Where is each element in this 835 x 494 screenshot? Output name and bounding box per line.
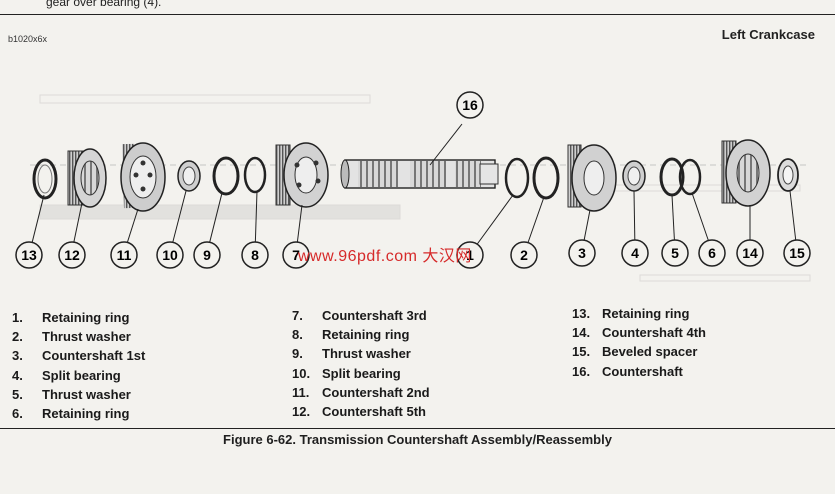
svg-text:11: 11 — [117, 247, 132, 263]
part-11-countershaft-2nd — [120, 142, 166, 212]
callout-15: 15 — [783, 239, 811, 267]
legend-item: 4.Split bearing — [12, 367, 121, 383]
svg-text:9: 9 — [203, 247, 211, 263]
figure-panel: b1020x6x Left Crankcase — [0, 14, 835, 429]
legend-item: 15.Beveled spacer — [572, 344, 698, 360]
callout-5: 5 — [661, 239, 689, 267]
callout-6: 6 — [698, 239, 726, 267]
callout-9: 9 — [193, 241, 221, 269]
legend-item: 11.Countershaft 2nd — [292, 384, 430, 400]
callout-11: 11 — [110, 241, 138, 269]
legend-item: 6.Retaining ring — [12, 406, 130, 422]
panel-title: Left Crankcase — [721, 27, 815, 42]
callout-layer: 16 13 12 11 10 9 8 7 1 2 3 4 5 6 14 15 — [15, 91, 811, 269]
callout-4: 4 — [621, 239, 649, 267]
part-1-retaining-ring — [504, 157, 530, 199]
legend-item: 14.Countershaft 4th — [572, 325, 706, 341]
part-2-thrust-washer — [532, 156, 560, 200]
callout-12: 12 — [58, 241, 86, 269]
svg-text:14: 14 — [742, 245, 758, 261]
part-8-retaining-ring — [243, 156, 267, 194]
callout-16: 16 — [456, 91, 484, 119]
svg-text:16: 16 — [462, 97, 478, 113]
callout-2: 2 — [510, 241, 538, 269]
svg-text:8: 8 — [251, 247, 259, 263]
legend-item: 2.Thrust washer — [12, 329, 131, 345]
svg-text:4: 4 — [631, 245, 639, 261]
callout-3: 3 — [568, 239, 596, 267]
watermark-text: www.96pdf.com 大汉网 — [298, 248, 472, 265]
part-7-countershaft-3rd — [275, 142, 329, 208]
legend-item: 9.Thrust washer — [292, 346, 411, 362]
figure-code: b1020x6x — [8, 34, 48, 44]
legend-column-3: 13.Retaining ring 14.Countershaft 4th 15… — [572, 304, 706, 381]
callout-8: 8 — [241, 241, 269, 269]
callout-14: 14 — [736, 239, 764, 267]
svg-text:10: 10 — [162, 247, 178, 263]
figure-caption: Figure 6-62. Transmission Countershaft A… — [223, 432, 612, 447]
svg-text:3: 3 — [578, 245, 586, 261]
svg-text:5: 5 — [671, 245, 679, 261]
legend-column-1: 1.Retaining ring 2.Thrust washer 3.Count… — [12, 308, 145, 423]
callout-13: 13 — [15, 241, 43, 269]
legend-item: 13.Retaining ring — [572, 306, 690, 321]
preceding-text: gear over bearing (4). — [46, 0, 162, 9]
svg-text:13: 13 — [21, 247, 37, 263]
callout-1: 1 — [456, 241, 484, 269]
part-15-beveled-spacer — [777, 158, 799, 192]
legend-item: 16.Countershaft — [572, 363, 683, 379]
part-10-split-bearing — [177, 160, 201, 192]
legend-item: 12.Countershaft 5th — [292, 404, 426, 420]
part-6-retaining-ring — [678, 158, 702, 196]
legend-column-2: 7.Countershaft 3rd 8.Retaining ring 9.Th… — [292, 306, 430, 421]
svg-text:2: 2 — [520, 247, 528, 263]
svg-text:6: 6 — [708, 245, 716, 261]
exploded-view-illustration — [29, 94, 811, 282]
callout-7: 7 — [282, 241, 310, 269]
part-13-retaining-ring — [32, 158, 58, 200]
legend-item: 8.Retaining ring — [292, 327, 410, 343]
legend-item: 7.Countershaft 3rd — [292, 308, 427, 323]
legend-item: 5.Thrust washer — [12, 386, 131, 402]
svg-text:7: 7 — [292, 247, 300, 263]
part-16-countershaft — [340, 159, 499, 189]
part-14-countershaft-4th — [721, 139, 771, 207]
callout-10: 10 — [156, 241, 184, 269]
svg-text:12: 12 — [64, 247, 80, 263]
legend-item: 10.Split bearing — [292, 365, 401, 381]
legend-item: 1.Retaining ring — [12, 310, 130, 325]
svg-text:15: 15 — [789, 245, 805, 261]
legend-item: 3.Countershaft 1st — [12, 348, 146, 364]
part-3-countershaft-1st — [567, 144, 617, 212]
part-9-thrust-washer — [212, 156, 240, 196]
svg-text:1: 1 — [466, 247, 474, 263]
part-12-countershaft-5th — [67, 148, 107, 208]
